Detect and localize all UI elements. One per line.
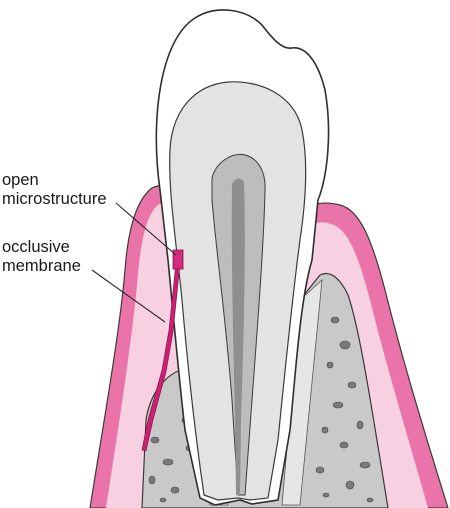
occlusive-membrane [141,261,181,452]
label-line-occlusive: occlusive [2,238,70,256]
label-line-microstructure: microstructure [2,190,107,208]
leader-line-open-microstructure [115,202,177,256]
label-occlusive-membrane: occlusive membrane [2,238,81,276]
label-open-microstructure: open microstructure [2,171,107,209]
label-line-membrane: membrane [2,257,81,275]
root-canal [231,178,245,495]
open-microstructure [172,249,184,270]
leader-line-occlusive-membrane [91,269,166,323]
label-line-open: open [2,171,39,189]
